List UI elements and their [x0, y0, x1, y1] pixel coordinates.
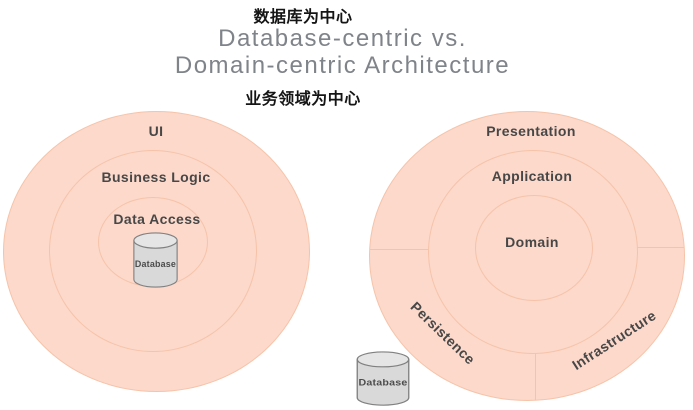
ring-label-application: Application	[491, 168, 573, 184]
chinese-annotation-domain-centric: 业务领域为中心	[245, 91, 361, 108]
ring-label-business-logic: Business Logic	[101, 169, 211, 185]
chinese-annotation-database-centric: 数据库为中心	[253, 9, 353, 26]
domain-centric-inner-ring	[475, 195, 593, 301]
title-line-1: Database-centric vs.	[218, 25, 467, 52]
external-database-cylinder-label: Database	[358, 378, 407, 388]
segment-divider-bottom	[535, 353, 536, 400]
ring-label-domain: Domain	[505, 234, 559, 250]
ring-label-ui: UI	[148, 123, 164, 139]
segment-divider-left	[370, 249, 429, 250]
segment-divider-right	[637, 247, 684, 248]
page-title: Database-centric vs. Domain-centric Arch…	[120, 25, 565, 79]
ring-label-presentation: Presentation	[486, 123, 576, 139]
database-cylinder-label: Database	[135, 259, 176, 269]
ring-label-data-access: Data Access	[113, 211, 201, 227]
external-database-cylinder-icon: Database	[356, 351, 410, 406]
title-line-2: Domain-centric Architecture	[174, 52, 511, 79]
database-cylinder-icon: Database	[133, 232, 178, 288]
